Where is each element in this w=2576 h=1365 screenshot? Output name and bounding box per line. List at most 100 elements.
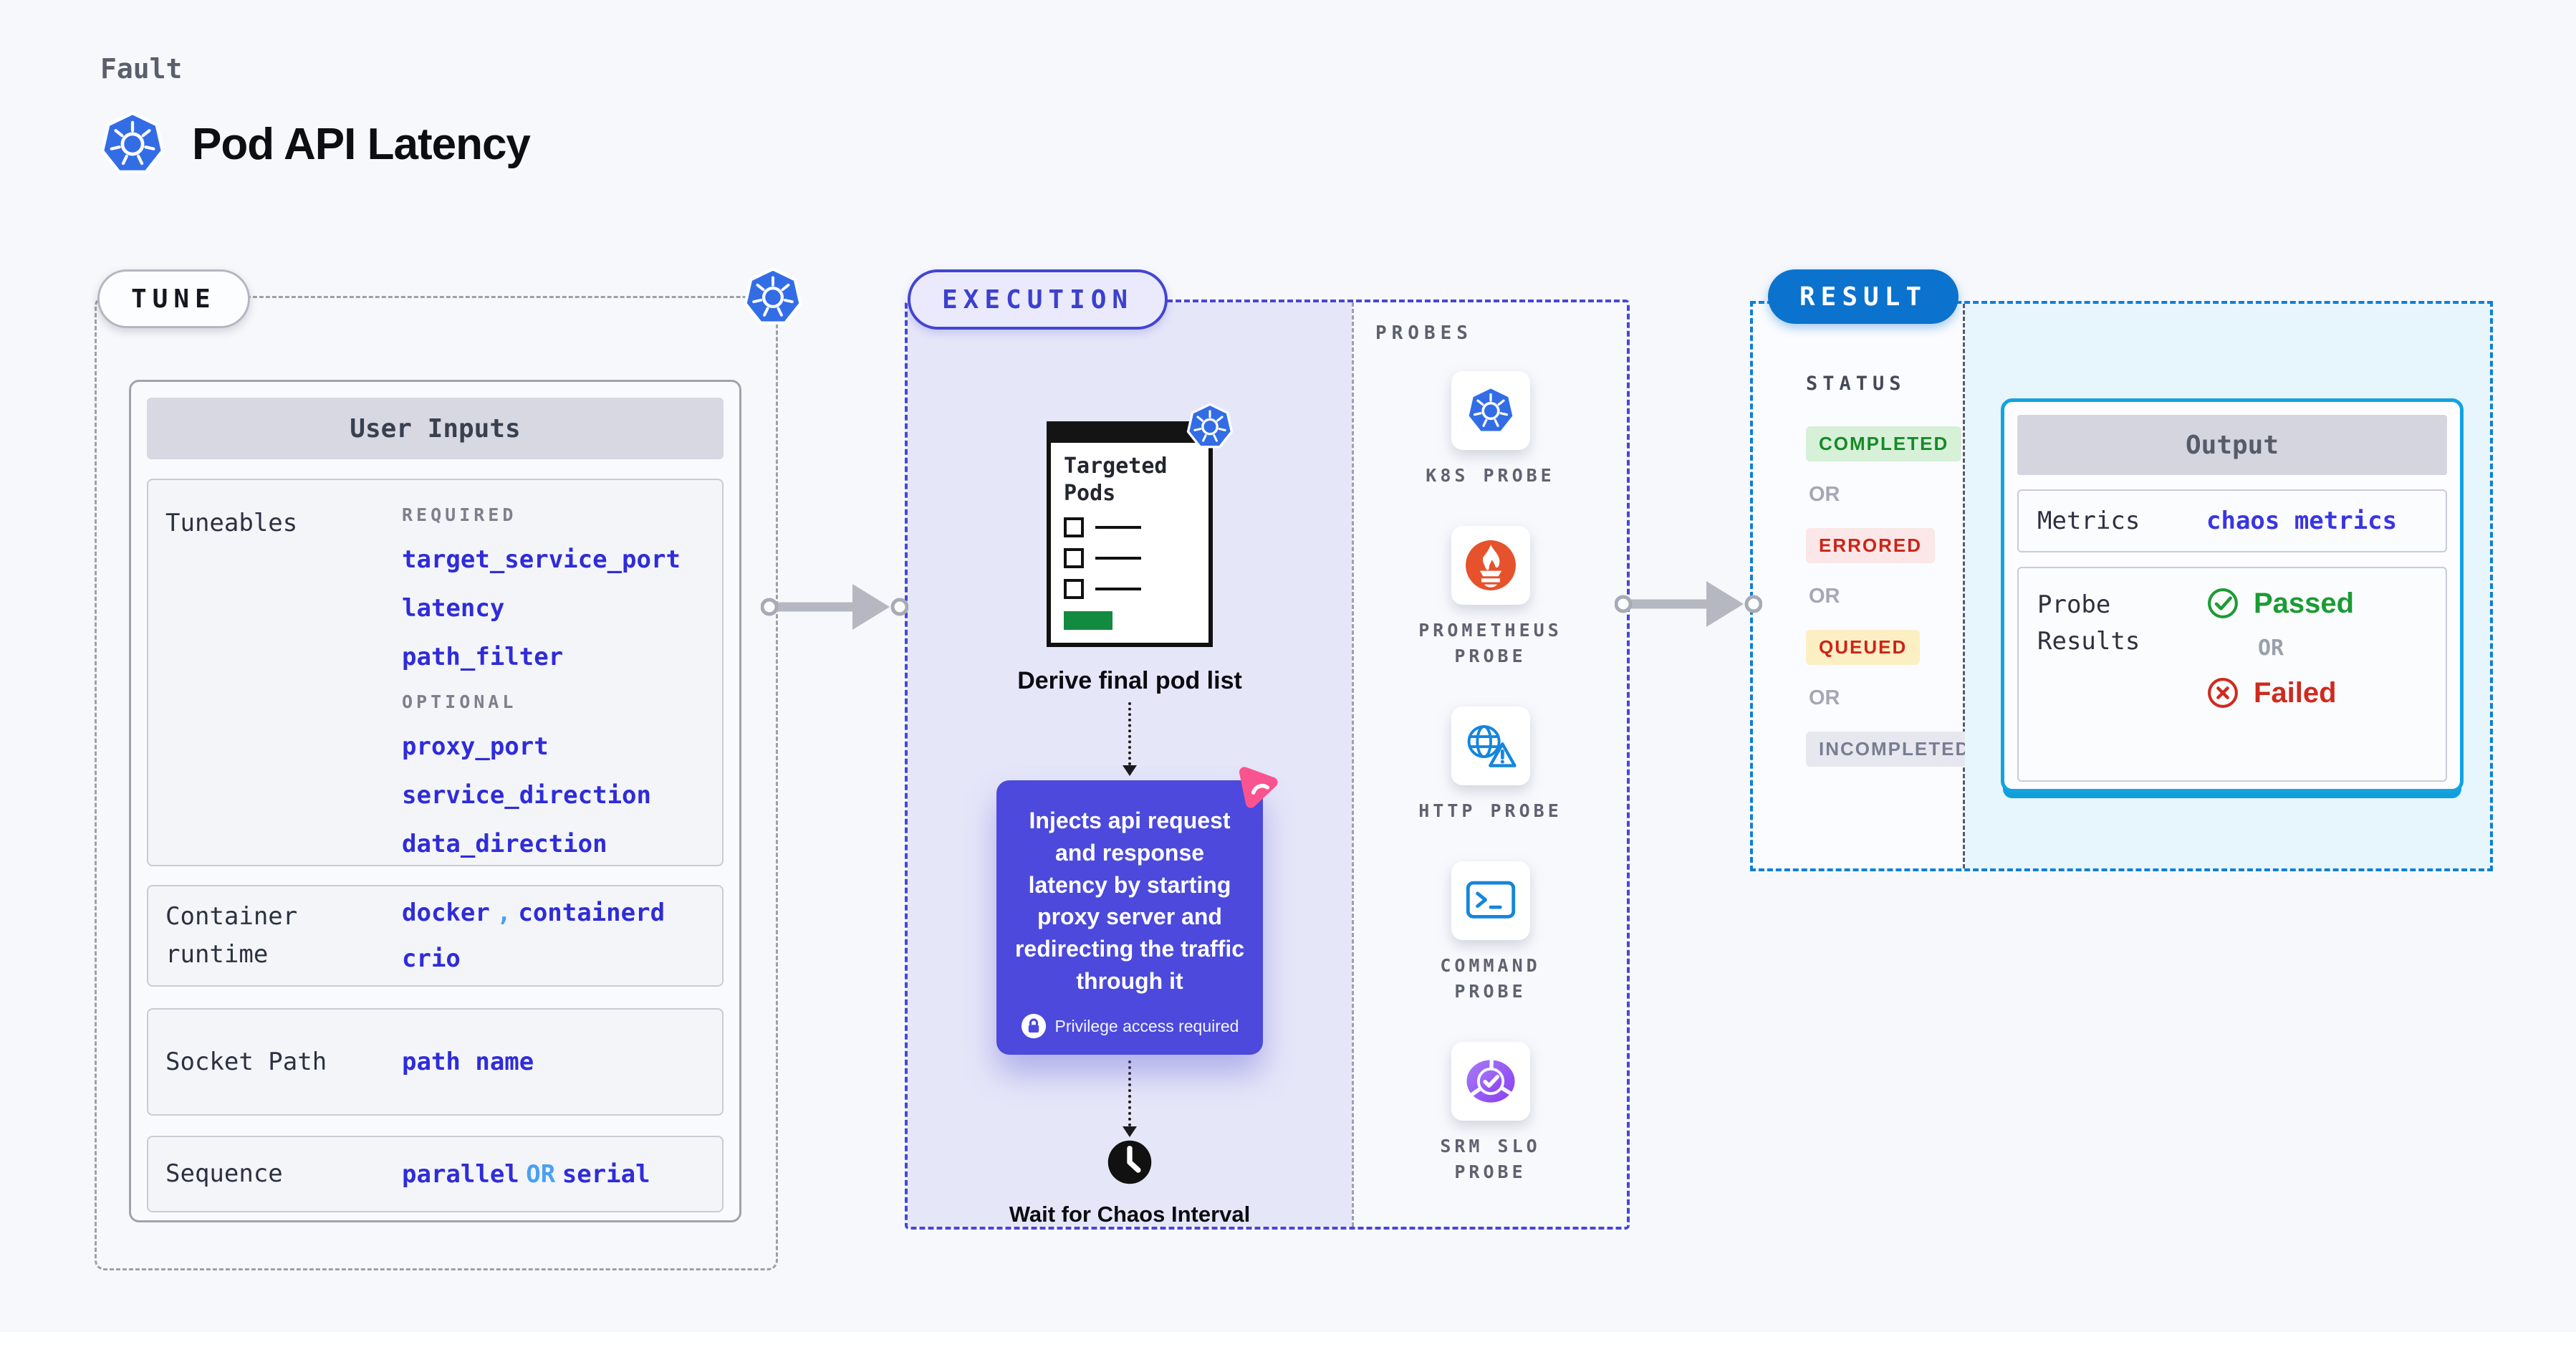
kubernetes-icon xyxy=(1465,384,1517,438)
metrics-value: chaos metrics xyxy=(2206,507,2398,535)
chaos-fault-icon xyxy=(1233,763,1282,812)
probe-card xyxy=(1451,861,1530,940)
probe-item-srm-slo: SRM SLO PROBE xyxy=(1361,1041,1620,1186)
status-label: STATUS xyxy=(1806,373,1906,395)
status-badge-errored: ERRORED xyxy=(1806,528,1936,563)
container-runtime-label: Container runtime xyxy=(165,902,298,969)
passed-label: Passed xyxy=(2254,587,2355,619)
clock-icon xyxy=(1106,1139,1153,1186)
execution-to-result-arrow xyxy=(1615,579,1762,629)
metrics-row: Metrics chaos metrics xyxy=(2017,489,2447,552)
sequence-or: OR xyxy=(526,1159,556,1189)
execution-pill: EXECUTION xyxy=(908,269,1168,330)
status-badge-completed: COMPLETED xyxy=(1806,426,1962,461)
terminal-icon xyxy=(1464,879,1517,921)
derive-pod-list-label: Derive final pod list xyxy=(1017,667,1242,694)
tune-pill: TUNE xyxy=(97,269,250,328)
pod-list-item xyxy=(1064,548,1196,568)
kubernetes-icon xyxy=(99,109,166,179)
probe-item-command: COMMAND PROBE xyxy=(1361,861,1620,1005)
flow-arrow-down xyxy=(1123,1060,1137,1137)
user-inputs-header: User Inputs xyxy=(147,398,724,459)
runtime-docker: docker xyxy=(402,899,490,927)
status-or: OR xyxy=(1809,686,1840,709)
runtime-crio: crio xyxy=(402,944,461,973)
privilege-note-row: Privilege access required xyxy=(1014,1013,1246,1039)
status-column: STATUS COMPLETED OR ERRORED OR QUEUED OR… xyxy=(1753,304,1984,868)
probe-card xyxy=(1451,1041,1530,1121)
tuneables-box: Tuneables REQUIRED target_service_port l… xyxy=(147,479,724,866)
socket-path-value: path name xyxy=(402,1048,534,1076)
tuneable-required: target_service_port xyxy=(402,545,681,574)
targeted-pods-title: Targeted Pods xyxy=(1064,454,1168,506)
x-circle-icon xyxy=(2206,676,2239,709)
kubernetes-icon xyxy=(742,265,804,330)
sequence-label: Sequence xyxy=(165,1159,283,1189)
inject-latency-card: Injects api request and response latency… xyxy=(996,780,1263,1055)
socket-path-label: Socket Path xyxy=(165,1047,327,1076)
probes-panel: PROBES K8S PROBE PROMETHEUS PROBE HTTP P… xyxy=(1352,302,1627,1227)
tuneable-required: path_filter xyxy=(402,643,564,671)
execution-flow-column: Targeted Pods xyxy=(908,302,1352,1227)
tuneable-optional: data_direction xyxy=(402,830,607,858)
kubernetes-icon xyxy=(1186,401,1234,452)
http-globe-warning-icon xyxy=(1463,722,1519,770)
tune-panel xyxy=(95,296,778,1270)
targeted-pods-titlebar xyxy=(1047,421,1213,443)
tuneable-optional: proxy_port xyxy=(402,732,549,761)
probe-name: HTTP PROBE xyxy=(1418,800,1562,821)
output-column: Output Metrics chaos metrics Probe Resul… xyxy=(1965,304,2490,868)
result-pill: RESULT xyxy=(1768,269,1959,324)
checkbox-icon xyxy=(1064,548,1084,568)
probe-card xyxy=(1451,525,1530,605)
probe-name: PROMETHEUS PROBE xyxy=(1418,619,1562,666)
targeted-pods-body: Targeted Pods xyxy=(1047,443,1213,647)
probe-results-or: OR xyxy=(2258,636,2284,661)
pod-line xyxy=(1095,526,1141,529)
bottom-strip xyxy=(0,1332,2576,1365)
probe-name: COMMAND PROBE xyxy=(1440,954,1541,1002)
checkbox-icon xyxy=(1064,517,1084,537)
probe-card xyxy=(1451,706,1530,785)
tuneables-label: Tuneables xyxy=(165,509,298,537)
prometheus-icon xyxy=(1464,538,1518,593)
required-label: REQUIRED xyxy=(402,504,517,525)
selected-pods-highlight xyxy=(1064,611,1112,630)
pod-list-item xyxy=(1064,579,1196,599)
probe-item-http: HTTP PROBE xyxy=(1361,706,1620,824)
probe-item-k8s: K8S PROBE xyxy=(1361,371,1620,489)
status-or: OR xyxy=(1809,483,1840,506)
status-or: OR xyxy=(1809,585,1840,608)
lock-icon xyxy=(1021,1013,1047,1039)
probes-label: PROBES xyxy=(1375,322,1473,344)
tuneable-optional: service_direction xyxy=(402,781,651,810)
probe-item-prometheus: PROMETHEUS PROBE xyxy=(1361,525,1620,670)
container-runtime-values: docker,containerd xyxy=(402,899,705,927)
tuneable-required: latency xyxy=(402,594,505,623)
socket-path-box: Socket Path path name xyxy=(147,1008,724,1116)
output-header: Output xyxy=(2017,415,2447,475)
checkbox-icon xyxy=(1064,579,1084,599)
output-box: Output Metrics chaos metrics Probe Resul… xyxy=(2001,398,2464,792)
probe-results-row: Probe Results Passed OR Failed xyxy=(2017,567,2447,782)
metrics-label: Metrics xyxy=(2037,506,2140,535)
probe-name: K8S PROBE xyxy=(1426,465,1555,486)
page-title-row: Pod API Latency xyxy=(99,109,531,179)
fault-kicker: Fault xyxy=(100,53,183,85)
probe-results-label: Probe Results xyxy=(2037,590,2140,656)
targeted-pods-card: Targeted Pods xyxy=(1047,421,1213,647)
status-badge-incompleted: INCOMPLETED xyxy=(1806,732,1984,767)
pod-list-item xyxy=(1064,517,1196,537)
user-inputs-card: User Inputs Tuneables REQUIRED target_se… xyxy=(129,380,741,1222)
failed-label: Failed xyxy=(2254,676,2337,709)
container-runtime-box: Container runtime docker,containerd crio xyxy=(147,885,724,987)
inject-description: Injects api request and response latency… xyxy=(1014,808,1245,994)
wait-for-chaos-label: Wait for Chaos Interval xyxy=(1009,1201,1251,1227)
runtime-separator: , xyxy=(496,899,511,927)
probe-card xyxy=(1451,371,1530,450)
sequence-serial: serial xyxy=(562,1159,650,1189)
result-panel: STATUS COMPLETED OR ERRORED OR QUEUED OR… xyxy=(1750,301,2493,871)
execution-panel: Targeted Pods xyxy=(905,300,1630,1230)
